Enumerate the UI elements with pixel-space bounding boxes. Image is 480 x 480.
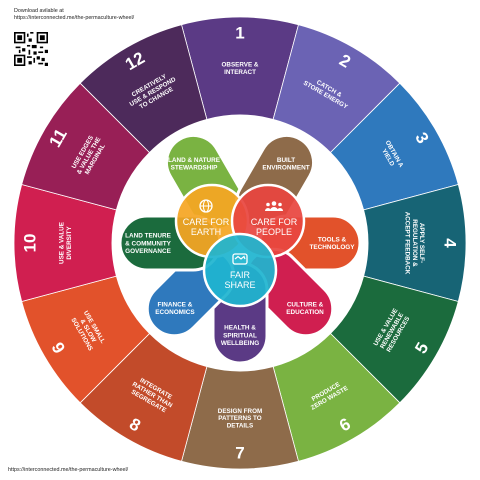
petal-label: CULTURE &EDUCATION [286, 302, 324, 317]
principle-number: 1 [235, 24, 244, 43]
download-label: Download avilable at [14, 8, 64, 14]
principle-number: 4 [441, 238, 460, 248]
petal-label: FINANCE &ECONOMICS [155, 302, 195, 317]
principle-label: USE & VALUEDIVERSITY [59, 222, 73, 264]
principle-number: 7 [235, 444, 244, 463]
principle-label: OBSERVE &INTERACT [222, 62, 259, 76]
people-icon [265, 201, 283, 211]
ethic-share-circle[interactable] [202, 232, 278, 308]
principle-wedge [79, 24, 208, 154]
qr-code-icon[interactable] [14, 32, 48, 66]
footer-url[interactable]: https://interconnected.me/the-permacultu… [8, 467, 129, 473]
globe-icon [199, 199, 213, 213]
principle-number: 10 [21, 234, 40, 253]
petal-label: TOOLS &TECHNOLOGY [309, 237, 355, 252]
download-note: Download avilable at https://interconnec… [14, 8, 134, 22]
download-url[interactable]: https://interconnected.me/the-permacultu… [14, 15, 135, 21]
principle-segment[interactable]: 4 APPLY SELF-REGULATION &ACCEPT FEEDBACK [363, 184, 467, 302]
handshake-icon [232, 253, 248, 265]
principle-label: APPLY SELF-REGULATION &ACCEPT FEEDBACK [404, 212, 425, 275]
